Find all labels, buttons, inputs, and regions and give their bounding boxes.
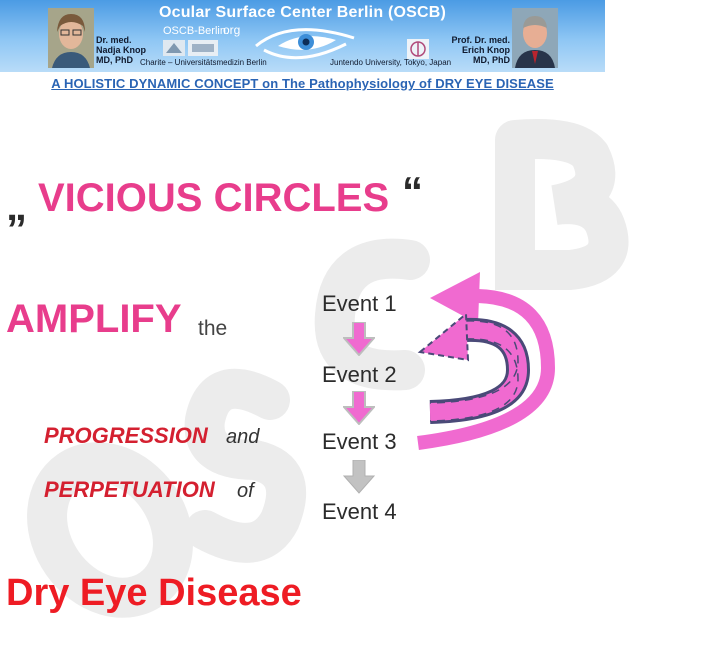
subtitle: A HOLISTIC DYNAMIC CONCEPT on The Pathop…	[51, 76, 554, 91]
progression-text: PROGRESSION	[44, 423, 208, 448]
portrait-photo-right	[512, 8, 558, 68]
oscb-watermark	[27, 119, 629, 618]
eye-logo	[255, 28, 355, 60]
event-2-label: Event 2	[322, 362, 397, 387]
event-1-label: Event 1	[322, 291, 397, 316]
portrait-photo-left	[48, 8, 94, 68]
header-banner: Ocular Surface Center Berlin (OSCB) Dr. …	[0, 0, 605, 72]
website-suffix: org	[223, 23, 241, 37]
right-affiliation: Juntendo University, Tokyo, Japan	[330, 58, 452, 67]
close-quote: “	[402, 168, 423, 215]
event-3-label: Event 3	[322, 429, 397, 454]
right-person-name: Prof. Dr. med. Erich Knop MD, PhD	[451, 35, 510, 65]
down-arrow-2	[343, 391, 375, 425]
website-label[interactable]: OSCB-Berlin.	[163, 25, 230, 37]
vicious-circles-heading: VICIOUS CIRCLES	[38, 176, 390, 220]
vicious-circle-arrow	[417, 272, 556, 450]
left-affiliation: Charite – Universitätsmedizin Berlin	[140, 58, 267, 67]
amplify-text: AMPLIFY	[6, 297, 182, 341]
the-text: the	[198, 317, 228, 340]
perpetuation-text: PERPETUATION	[44, 477, 215, 502]
down-arrow-1	[343, 322, 375, 356]
event-4-label: Event 4	[322, 499, 397, 524]
open-quote: „	[6, 182, 27, 229]
down-arrow-3	[343, 460, 375, 494]
charite-logo	[163, 40, 185, 56]
university-logo	[188, 40, 218, 56]
banner-title: Ocular Surface Center Berlin (OSCB)	[158, 4, 447, 21]
dry-eye-disease-text: Dry Eye Disease	[6, 572, 302, 614]
left-person-name: Dr. med. Nadja Knop MD, PhD	[96, 35, 147, 65]
and-text: and	[226, 426, 260, 448]
juntendo-logo	[407, 39, 429, 59]
of-text: of	[237, 480, 254, 502]
